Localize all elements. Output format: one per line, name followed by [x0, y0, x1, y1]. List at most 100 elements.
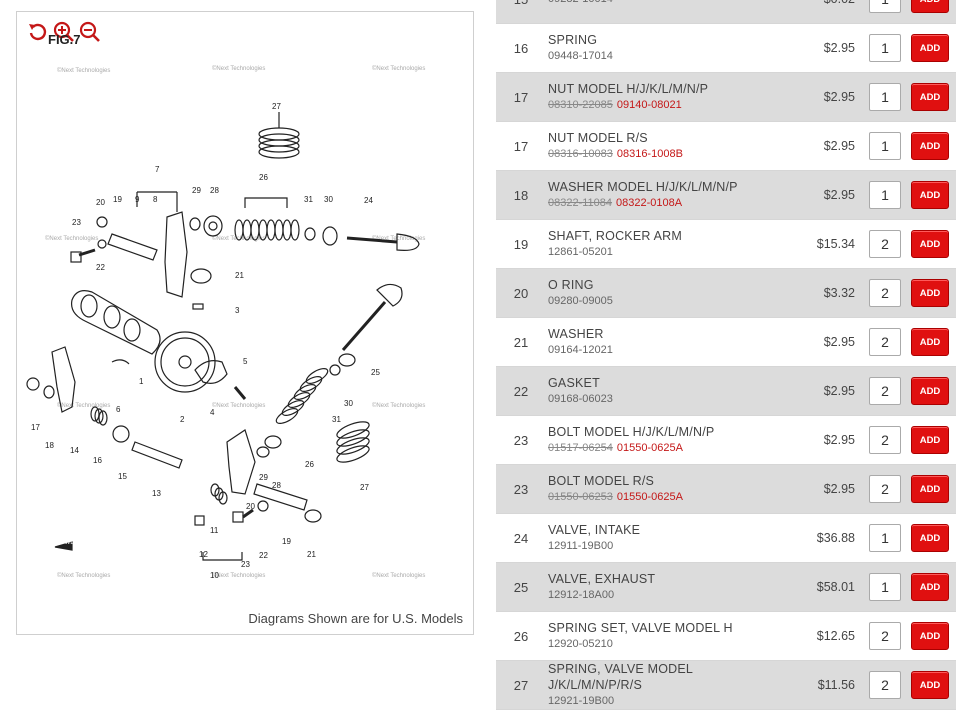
- callout-number: 22: [96, 263, 105, 272]
- callout-number: 11: [210, 526, 219, 535]
- new-part-number: 09140-08021: [616, 99, 682, 111]
- quantity-input[interactable]: [869, 132, 901, 160]
- part-name: WASHER MODEL H/J/K/L/M/N/P: [548, 180, 738, 194]
- ref-number: 26: [513, 628, 529, 644]
- quantity-input[interactable]: [869, 83, 901, 111]
- part-name: GASKET: [548, 376, 600, 390]
- quantity-input[interactable]: [869, 0, 901, 13]
- add-to-cart-button[interactable]: ADD: [911, 34, 949, 62]
- callout-number: 19: [113, 195, 122, 204]
- add-to-cart-button[interactable]: ADD: [911, 0, 949, 13]
- add-to-cart-button[interactable]: ADD: [911, 377, 949, 405]
- add-to-cart-button[interactable]: ADD: [911, 132, 949, 160]
- quantity-input[interactable]: [869, 181, 901, 209]
- fwd-label: FWD: [61, 540, 75, 546]
- quantity-input[interactable]: [869, 230, 901, 258]
- quantity-input[interactable]: [869, 622, 901, 650]
- watermark-text: ©Next Technologies: [212, 65, 265, 72]
- add-to-cart-button[interactable]: ADD: [911, 279, 949, 307]
- quantity-input[interactable]: [869, 34, 901, 62]
- part-name: VALVE, EXHAUST: [548, 572, 656, 586]
- part-number-value: 12911-19B00: [548, 540, 614, 552]
- part-number: 12921-19B00: [548, 693, 785, 709]
- zoom-in-icon[interactable]: [53, 21, 75, 43]
- add-to-cart-button[interactable]: ADD: [911, 524, 949, 552]
- part-name: NUT MODEL H/J/K/L/M/N/P: [548, 82, 709, 96]
- add-to-cart-button[interactable]: ADD: [911, 475, 949, 503]
- quantity-input[interactable]: [869, 279, 901, 307]
- callout-number: 20: [96, 198, 105, 207]
- exploded-parts-diagram[interactable]: ©Next Technologies©Next Technologies©Nex…: [17, 12, 473, 634]
- table-row: 18 WASHER MODEL H/J/K/L/M/N/P 08322-1108…: [496, 171, 956, 220]
- callout-number: 4: [210, 408, 215, 417]
- part-number: 12912-18A00: [548, 587, 785, 603]
- table-row: 21 WASHER 09164-12021 $2.95 ADD: [496, 318, 956, 367]
- callout-number: 18: [45, 441, 54, 450]
- callout-number: 28: [210, 186, 219, 195]
- part-price: $58.01: [816, 580, 855, 594]
- zoom-out-icon[interactable]: [79, 21, 101, 43]
- add-to-cart-button[interactable]: ADD: [911, 622, 949, 650]
- quantity-input[interactable]: [869, 671, 901, 699]
- part-description: WASHER 09164-12021: [546, 326, 785, 358]
- quantity-input[interactable]: [869, 573, 901, 601]
- callout-number: 15: [118, 472, 127, 481]
- callout-number: 13: [152, 489, 161, 498]
- part-name: SPRING: [548, 33, 598, 47]
- callout-number: 10: [210, 571, 219, 580]
- part-number: 09282-10014: [548, 0, 785, 7]
- quantity-input[interactable]: [869, 426, 901, 454]
- callout-number: 23: [72, 218, 81, 227]
- callout-number: 23: [241, 560, 250, 569]
- part-price: $36.88: [816, 531, 855, 545]
- part-number-value: 12920-05210: [548, 638, 613, 650]
- new-part-number: 01550-0625A: [616, 442, 683, 454]
- ref-number: 27: [513, 677, 529, 693]
- part-name: SPRING, VALVE MODEL J/K/L/M/N/P/R/S: [548, 662, 693, 692]
- superseded-part-number: 08310-22085: [548, 99, 613, 111]
- quantity-input[interactable]: [869, 524, 901, 552]
- part-price: $12.65: [816, 629, 855, 643]
- rotate-icon[interactable]: [27, 21, 49, 43]
- add-to-cart-button[interactable]: ADD: [911, 181, 949, 209]
- part-name: BOLT MODEL R/S: [548, 474, 655, 488]
- callout-number: 22: [259, 551, 268, 560]
- table-row: 15 09282-10014 $0.02 ADD: [496, 0, 956, 24]
- quantity-input[interactable]: [869, 328, 901, 356]
- watermark-text: ©Next Technologies: [212, 235, 265, 242]
- part-price: $2.95: [823, 482, 855, 496]
- table-row: 25 VALVE, EXHAUST 12912-18A00 $58.01 ADD: [496, 563, 956, 612]
- new-part-number: 08322-0108A: [616, 197, 683, 209]
- add-to-cart-button[interactable]: ADD: [911, 230, 949, 258]
- ref-number: 19: [513, 236, 529, 252]
- callout-number: 21: [235, 271, 244, 280]
- part-number-value: 12921-19B00: [548, 695, 615, 707]
- add-to-cart-button[interactable]: ADD: [911, 671, 949, 699]
- ref-number: 17: [513, 138, 529, 154]
- add-to-cart-button[interactable]: ADD: [911, 83, 949, 111]
- part-price: $11.56: [817, 678, 855, 692]
- add-to-cart-button[interactable]: ADD: [911, 426, 949, 454]
- ref-number: 20: [513, 285, 529, 301]
- add-to-cart-button[interactable]: ADD: [911, 328, 949, 356]
- part-price: $2.95: [823, 433, 855, 447]
- part-name: VALVE, INTAKE: [548, 523, 641, 537]
- callout-number: 20: [246, 502, 255, 511]
- part-name: BOLT MODEL H/J/K/L/M/N/P: [548, 425, 715, 439]
- quantity-input[interactable]: [869, 377, 901, 405]
- ref-number: 24: [513, 530, 529, 546]
- part-number-value: 09164-12021: [548, 344, 613, 356]
- part-number-value: 12912-18A00: [548, 589, 615, 601]
- part-price: $2.95: [823, 139, 855, 153]
- part-description: SPRING 09448-17014: [546, 32, 785, 64]
- table-row: 20 O RING 09280-09005 $3.32 ADD: [496, 269, 956, 318]
- callout-number: 6: [116, 405, 121, 414]
- quantity-input[interactable]: [869, 475, 901, 503]
- add-to-cart-button[interactable]: ADD: [911, 573, 949, 601]
- part-description: SHAFT, ROCKER ARM 12861-05201: [546, 228, 785, 260]
